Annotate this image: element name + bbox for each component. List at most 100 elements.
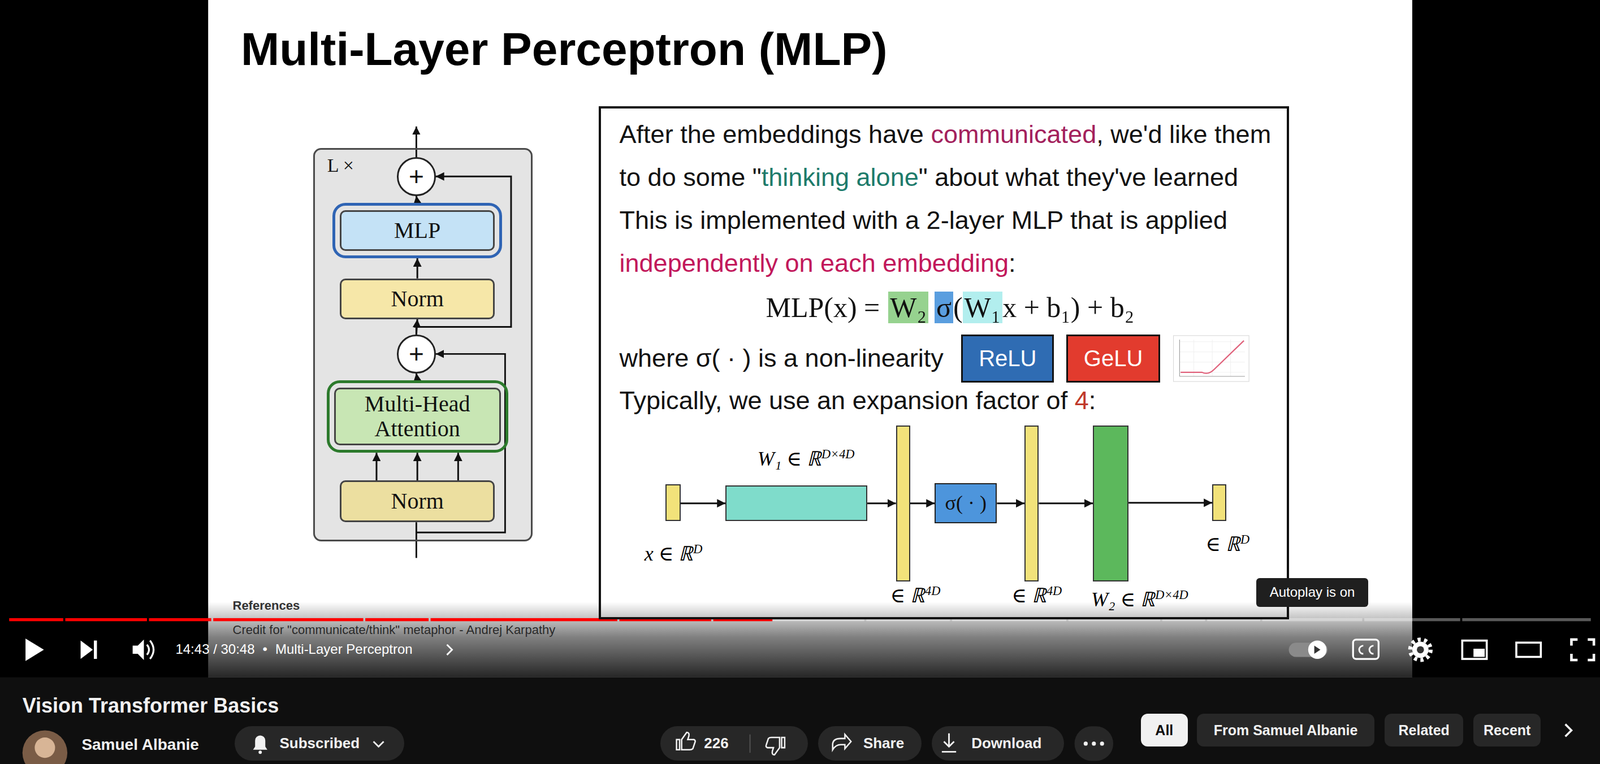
filter-chip: Related xyxy=(1384,714,1464,747)
play-icon xyxy=(25,638,44,662)
connector-line xyxy=(416,258,419,279)
dimension-text: ∈ ℝ xyxy=(1205,533,1241,556)
dimension-label: ∈ ℝ4D xyxy=(1011,584,1062,609)
player-chapter-row: 14:43 / 30:48•Multi-Layer Perceptron xyxy=(175,641,413,660)
connector-line xyxy=(416,196,418,203)
dimension-text: D×4D xyxy=(1155,587,1188,603)
flow-arrow xyxy=(417,258,418,279)
formula-line: MLP(x) =W₂σ(W₁x + b₁) + b₂ xyxy=(619,286,1282,330)
autoplay-knob xyxy=(1308,641,1327,660)
flow-arrow xyxy=(910,503,935,504)
formula-term: σ xyxy=(934,291,954,324)
panel-text: " about what they've learned xyxy=(918,162,1239,192)
chapter-chevron xyxy=(447,645,453,656)
button-label: Share xyxy=(863,735,905,752)
dimension-label: ∈ ℝ4D xyxy=(889,584,941,609)
time-display: 14:43 / 30:48 xyxy=(175,641,255,659)
more-dot xyxy=(1100,741,1105,746)
mlp-box: MLP xyxy=(339,210,495,252)
panel-text: : xyxy=(1008,248,1016,278)
more-button xyxy=(1074,726,1114,761)
chip-label: From Samuel Albanie xyxy=(1213,723,1359,739)
dimension-text: 4D xyxy=(924,584,941,599)
dimension-text: D xyxy=(1240,532,1250,547)
dimension-label: W₂ ∈ ℝD×4D xyxy=(1091,587,1189,613)
panel-paragraph: where σ( · ) is a non-linearity xyxy=(619,336,944,380)
attention-box: Multi-Head Attention xyxy=(334,387,501,446)
dimension-text: W₁ ∈ ℝ xyxy=(757,447,822,471)
progress-segment xyxy=(65,618,147,622)
norm-box: Norm xyxy=(339,480,495,523)
weight-matrix: W₂ ∈ ℝD×4D xyxy=(1092,425,1129,582)
progress-segment xyxy=(9,618,64,622)
residual-add: + xyxy=(396,334,436,374)
hidden-vector: ∈ ℝ4D xyxy=(1024,425,1039,582)
video-title: Vision Transformer Basics xyxy=(22,693,280,719)
output-vector: ∈ ℝD xyxy=(1212,484,1227,522)
settings-icon xyxy=(1412,641,1429,659)
formula-term: W₁ xyxy=(962,291,1003,324)
hidden-vector: ∈ ℝ4D xyxy=(896,425,911,582)
connector-line xyxy=(996,502,1025,505)
repeat-label: L × xyxy=(327,154,354,177)
player-shade xyxy=(0,602,1600,678)
captions-icon xyxy=(1352,640,1379,660)
block-label: MLP xyxy=(394,218,441,244)
flow-arrow xyxy=(1038,503,1093,504)
volume-waves xyxy=(146,641,154,660)
gelu-badge: GeLU xyxy=(1066,334,1161,383)
residual-add: + xyxy=(396,157,436,197)
autoplay-play xyxy=(1314,646,1321,655)
block-label: Norm xyxy=(391,489,444,514)
plus-sign: + xyxy=(408,340,425,367)
like-button: 226 xyxy=(660,726,809,761)
button-label: 226 xyxy=(703,735,729,752)
plot-curve xyxy=(1180,340,1244,374)
connector-line xyxy=(867,502,897,505)
dimension-label: ∈ ℝD xyxy=(1205,532,1250,557)
slide-background xyxy=(208,0,1413,678)
page-background xyxy=(0,677,1600,764)
settings-hole xyxy=(1416,646,1425,655)
flow-arrow xyxy=(1128,502,1213,504)
flow-arrow xyxy=(996,503,1025,504)
output-arrow xyxy=(415,126,418,158)
input-vector: x ∈ ℝD xyxy=(665,484,681,522)
more-dot xyxy=(1083,741,1088,746)
norm-box: Norm xyxy=(339,278,495,320)
chip-label: Related xyxy=(1398,723,1450,739)
flow-arrow xyxy=(376,452,458,481)
connector-line xyxy=(416,373,418,382)
captions-marks xyxy=(1359,646,1374,655)
chips-next-arrow xyxy=(1565,724,1572,738)
theater-icon xyxy=(1516,642,1541,657)
formula-term: x + b₁) + b₂ xyxy=(1002,291,1135,324)
connector-line xyxy=(910,502,935,505)
channel-avatar xyxy=(22,730,68,764)
flow-arrow xyxy=(867,503,897,504)
connector-line xyxy=(1128,502,1213,504)
progress-segment xyxy=(365,618,429,622)
dimension-label: x ∈ ℝD xyxy=(644,542,703,567)
dimension-text: D xyxy=(693,542,703,557)
volume-icon xyxy=(132,640,145,661)
progress-segment xyxy=(149,618,212,622)
panel-text: independently on each embedding xyxy=(619,248,1010,278)
panel-text: This is implemented with a 2-layer MLP t… xyxy=(619,205,1228,235)
repeat-block: L ×+MLPNorm+Multi-Head AttentionNorm xyxy=(313,148,533,543)
panel-text: where σ( · ) is a non-linearity xyxy=(619,343,944,373)
dimension-text: W₂ ∈ ℝ xyxy=(1091,588,1156,612)
panel-paragraph: This is implemented with a 2-layer MLP t… xyxy=(619,199,1294,285)
chip-label: All xyxy=(1155,723,1174,739)
button-label: Download xyxy=(971,735,1042,752)
dimension-text: ∈ ℝ xyxy=(1011,584,1047,608)
plot-grid xyxy=(1179,339,1245,377)
miniplayer-icon xyxy=(1462,641,1487,660)
relu-badge: ReLU xyxy=(961,334,1054,383)
channel-name: Samuel Albanie xyxy=(81,735,199,755)
miniplayer-inset xyxy=(1473,649,1485,657)
dimension-text: x ∈ ℝ xyxy=(644,542,694,566)
formula-term: W₂ xyxy=(888,291,929,324)
block-label: Multi-Head Attention xyxy=(340,391,495,442)
settings-teeth xyxy=(1410,640,1431,661)
